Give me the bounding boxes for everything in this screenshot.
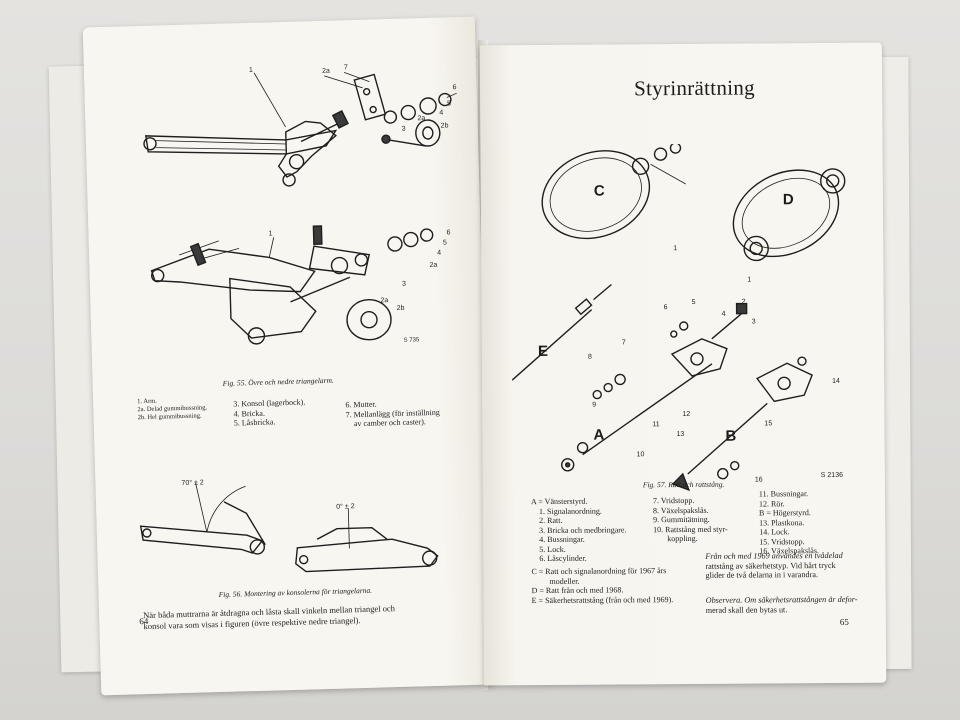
letter-b: B	[725, 427, 737, 445]
svg-text:1: 1	[747, 277, 751, 284]
legend-item: 13. Plastkona.	[759, 517, 805, 527]
fig55-upper-illustration: 1 2a 7 6 54 2a 3 2b	[143, 64, 457, 187]
legend-item: 2b. Hel gummibussning.	[137, 412, 202, 422]
fig57-legend-col1: A = Vänsterstyrd. 1. Signalanordning. 2.…	[531, 496, 627, 563]
svg-text:6: 6	[452, 84, 456, 91]
text-line: merad skall den bytas ut.	[705, 604, 788, 615]
letter-c: C	[593, 182, 605, 200]
svg-text:2b: 2b	[397, 305, 405, 312]
svg-text:6: 6	[664, 304, 668, 311]
svg-text:2a: 2a	[417, 115, 425, 122]
svg-text:7: 7	[344, 64, 348, 71]
legend-item: koppling.	[667, 533, 698, 544]
fig55-code: S 735	[404, 337, 421, 343]
fig56-angle-right: 0° ± 2	[336, 502, 355, 511]
svg-text:5: 5	[447, 100, 451, 107]
legend-item: 3. Konsol (lagerbock).	[233, 397, 306, 409]
safety-column-text: Från och med 1969 användes en tvådelad r…	[705, 551, 843, 580]
legend-item: 15. Vridstopp.	[759, 536, 805, 546]
legend-item: 8. Växelspakslås.	[652, 505, 709, 515]
svg-text:8: 8	[588, 354, 592, 361]
svg-text:2: 2	[742, 299, 746, 306]
legend-item: 3. Bricka och medbringare.	[539, 524, 627, 535]
svg-text:3: 3	[752, 318, 756, 325]
text-line: Från och med 1969 användes en tvådelad	[705, 550, 843, 561]
svg-text:9: 9	[592, 402, 596, 409]
legend-item: 6. Låscylinder.	[539, 553, 587, 564]
svg-text:14: 14	[832, 378, 840, 385]
fig57-caption: Fig. 57. Ratt och rattstång.	[642, 479, 725, 490]
svg-text:3: 3	[402, 281, 406, 288]
svg-text:4: 4	[722, 311, 726, 318]
model-notes: C = Ratt och signalanordning för 1967 år…	[531, 566, 673, 605]
legend-item: 10. Rattstång med styr-	[653, 524, 728, 534]
svg-text:1: 1	[673, 245, 677, 252]
legend-item: av camber och caster).	[353, 417, 426, 429]
fig55-legend-col3: 6. Mutter. 7. Mellanlägg (för inställnin…	[345, 398, 440, 429]
legend-item: B = Högerstyrd.	[759, 508, 811, 518]
text-line: glider de två delarna in i varandra.	[705, 570, 819, 580]
svg-text:2a: 2a	[429, 262, 437, 269]
svg-text:16: 16	[755, 476, 763, 483]
fig56-caption: Fig. 56. Montering av konsolerna för tri…	[218, 585, 373, 600]
page-number-left: 64	[139, 616, 149, 627]
letter-d: D	[782, 191, 794, 209]
fig56-angle-left: 70° ± 2	[181, 478, 204, 487]
svg-text:15: 15	[764, 420, 772, 427]
text-line: Observera. Om säkerhetsrattstången är de…	[705, 594, 858, 605]
note-line: C = Ratt och signalanordning för 1967 år…	[531, 566, 667, 577]
note-line: E = Säkerhetsrattstång (från och med 196…	[531, 594, 674, 605]
svg-text:5: 5	[443, 240, 447, 247]
svg-text:4: 4	[437, 250, 441, 257]
fig55-legend-col1: 1. Arm. 2a. Delad gummibussning. 2b. Hel…	[137, 396, 207, 422]
svg-text:4: 4	[439, 110, 443, 117]
svg-text:10: 10	[637, 451, 645, 458]
page-number-right: 65	[839, 616, 849, 627]
svg-text:6: 6	[447, 229, 451, 236]
fig55-legend-col2: 3. Konsol (lagerbock). 4. Bricka. 5. Lås…	[233, 398, 306, 428]
svg-text:2b: 2b	[441, 122, 449, 129]
body-text-left: När båda muttrarna är åtdragna och låsta…	[143, 603, 395, 632]
fig55-lower-illustration: 654 2a 3 1 2a 2b S 735	[150, 225, 451, 345]
svg-text:2a: 2a	[322, 68, 330, 75]
legend-item: 14. Lock.	[759, 527, 790, 537]
legend-item: 7. Vridstopp.	[652, 495, 695, 506]
letter-a: A	[593, 426, 605, 444]
legend-item: 11. Bussningar.	[758, 489, 809, 499]
svg-text:3: 3	[402, 126, 406, 133]
observe-note: Observera. Om säkerhetsrattstången är de…	[706, 595, 858, 615]
fig57-legend-col3: 11. Bussningar. 12. Rör. B = Högerstyrd.…	[759, 489, 819, 556]
fig57-code: S 2136	[821, 472, 843, 479]
svg-text:11: 11	[652, 421, 659, 428]
fig56-illustration: 70° ± 2 0° ± 2	[139, 478, 439, 573]
page-title: Styrinrättning	[633, 75, 756, 101]
legend-item: 5. Låsbricka.	[233, 417, 276, 428]
svg-text:5: 5	[692, 299, 696, 306]
svg-text:13: 13	[676, 431, 684, 438]
svg-text:1: 1	[268, 230, 272, 237]
svg-text:7: 7	[622, 339, 626, 346]
text-line: rattstång av säkerhetstyp. Vid hårt tryc…	[705, 560, 836, 571]
svg-text:1: 1	[249, 67, 253, 74]
legend-item: 12. Rör.	[758, 498, 785, 508]
svg-text:2a: 2a	[380, 297, 388, 304]
right-page: Styrinrättning	[479, 42, 887, 686]
letter-e: E	[537, 342, 548, 361]
legend-item: 9. Gummitätning.	[653, 514, 710, 525]
fig57-legend-col2: 7. Vridstopp. 8. Växelspakslås. 9. Gummi…	[653, 496, 728, 544]
fig55-caption: Fig. 55. Övre och nedre triangelarm.	[222, 375, 334, 388]
svg-text:12: 12	[682, 411, 690, 418]
